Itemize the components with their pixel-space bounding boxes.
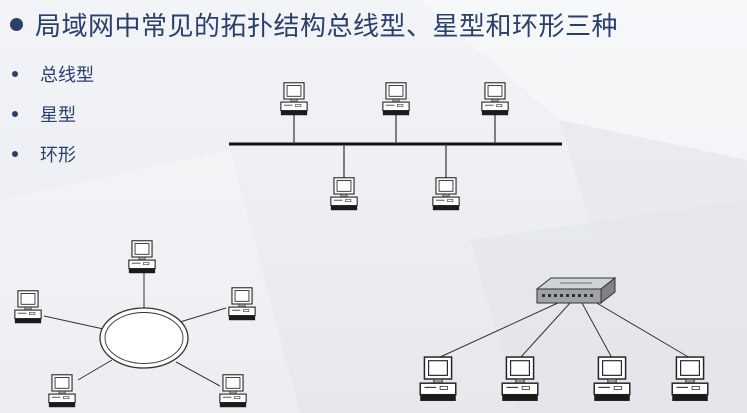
computer-icon xyxy=(330,177,358,211)
bullet-text: 环形 xyxy=(40,145,76,166)
computer-icon xyxy=(432,177,460,211)
computer-icon xyxy=(219,374,247,408)
bullet-text: 星型 xyxy=(40,105,76,126)
bus-topology xyxy=(229,82,562,211)
computer-icon xyxy=(128,240,156,274)
computer-icon xyxy=(501,356,539,402)
computer-icon xyxy=(593,356,631,402)
ring-hub xyxy=(99,307,189,369)
bullet-item-bus: 总线型 xyxy=(12,54,94,94)
topology-bullet-list: 总线型 星型 环形 xyxy=(12,54,94,174)
bullet-item-ring: 环形 xyxy=(12,134,94,174)
bullet-dot-icon xyxy=(12,71,18,77)
bullet-dot-icon xyxy=(12,151,18,157)
computer-icon xyxy=(481,82,509,116)
computer-icon xyxy=(419,356,457,402)
computer-icon xyxy=(382,82,410,116)
star-topology xyxy=(419,276,709,402)
computer-icon xyxy=(48,374,76,408)
bullet-dot-icon xyxy=(12,111,18,117)
computer-icon xyxy=(280,82,308,116)
bullet-item-star: 星型 xyxy=(12,94,94,134)
computer-icon xyxy=(14,290,42,324)
slide-title-row: 局域网中常见的拓扑结构总线型、星型和环形三种 xyxy=(10,4,618,44)
computer-icon xyxy=(671,356,709,402)
bullet-text: 总线型 xyxy=(40,65,94,86)
title-bullet-icon xyxy=(10,17,23,31)
switch-icon xyxy=(535,276,617,305)
computer-icon xyxy=(228,287,256,321)
ring-topology xyxy=(14,240,256,408)
slide-title: 局域网中常见的拓扑结构总线型、星型和环形三种 xyxy=(35,11,619,42)
